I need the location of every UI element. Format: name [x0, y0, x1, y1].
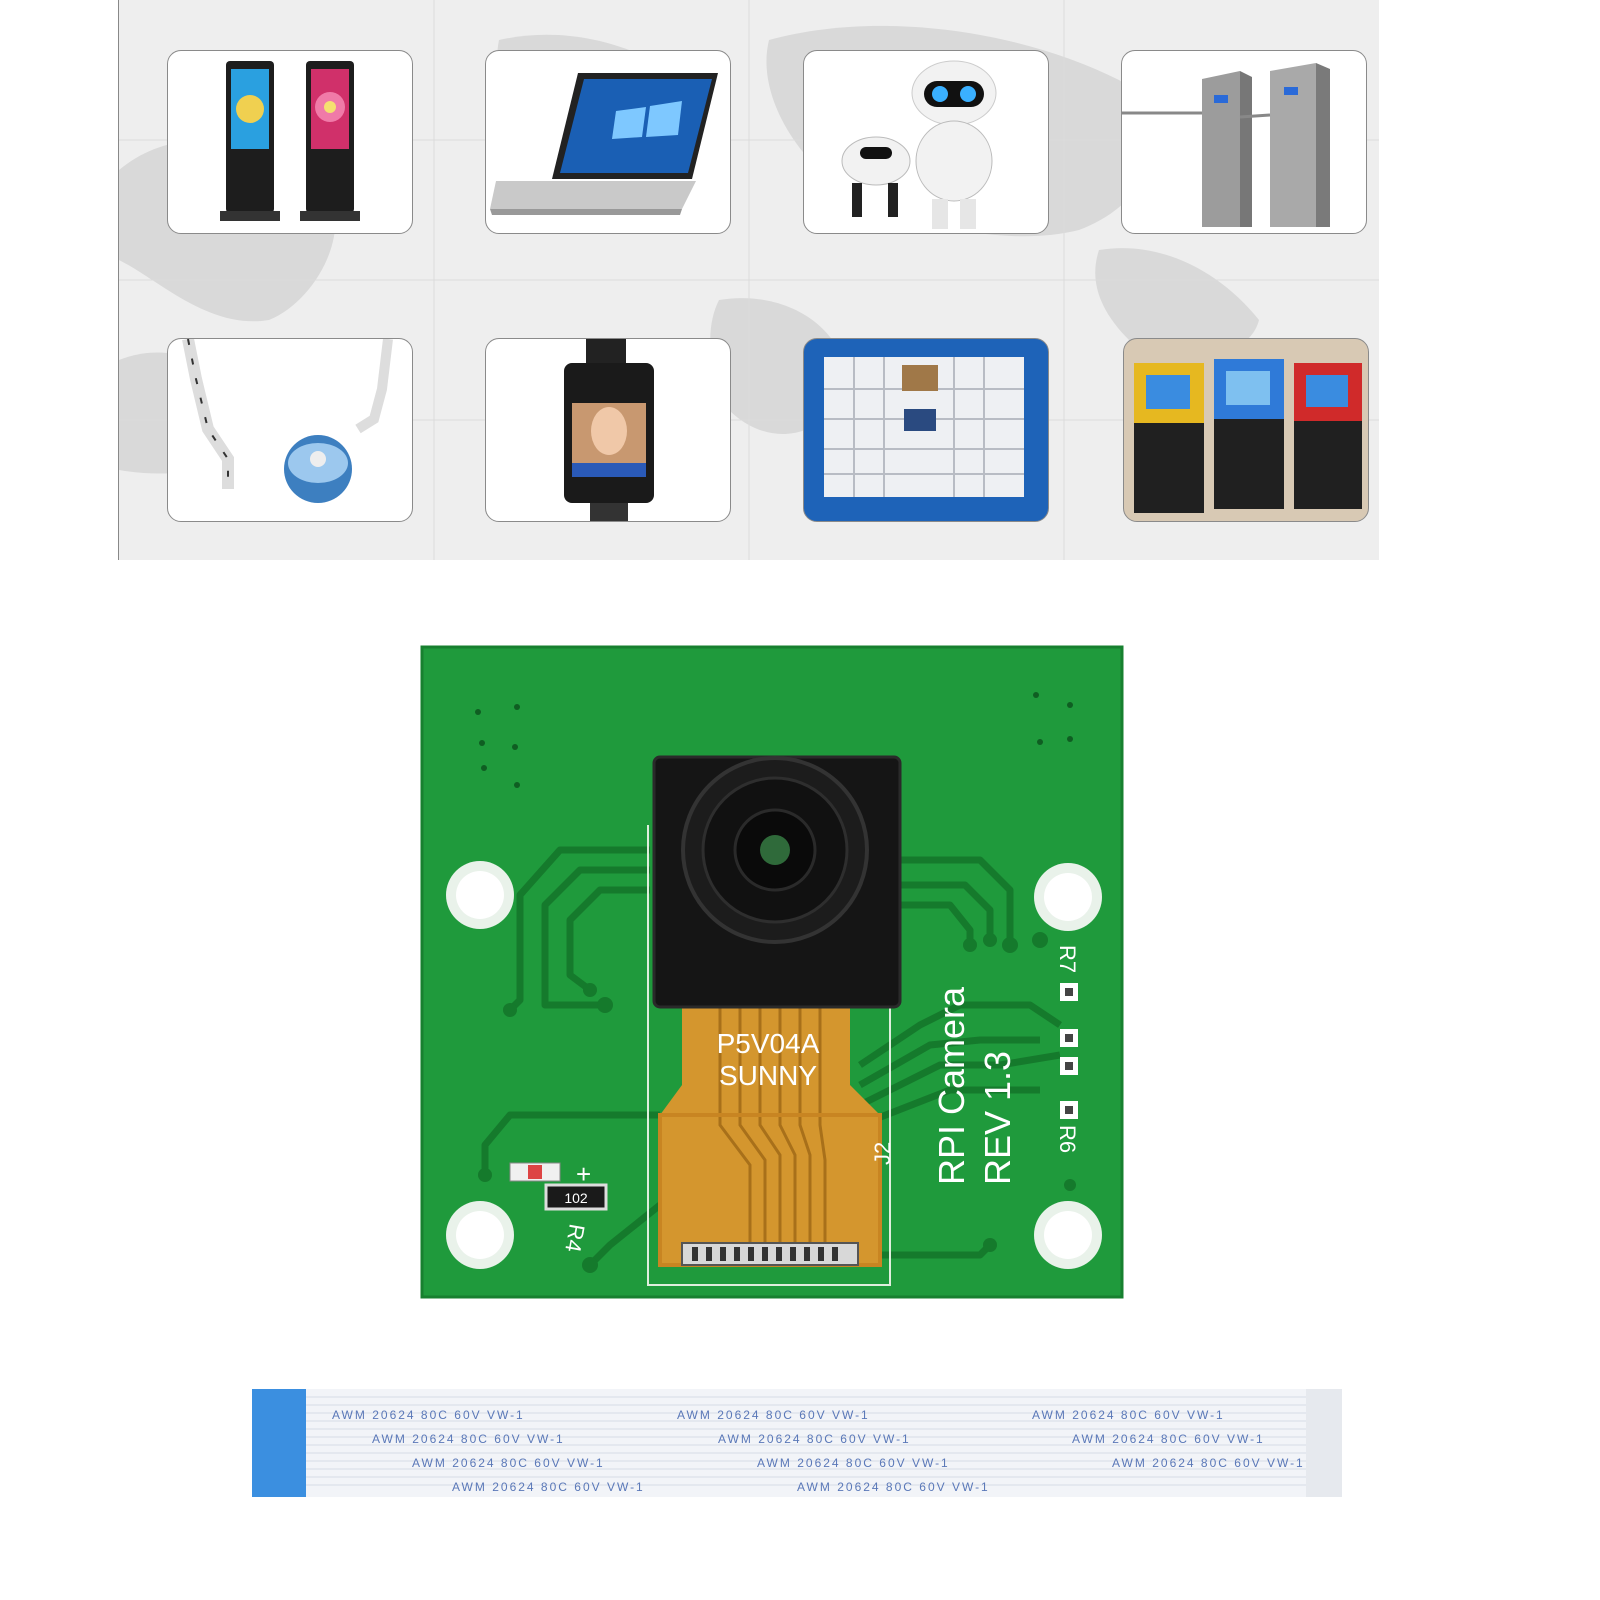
tile-digital-signage — [167, 50, 413, 234]
tile-robots — [803, 50, 1049, 234]
ribbon-cable: AWM 20624 80C 60V VW-1 AWM 20624 80C 60V… — [252, 1389, 1342, 1504]
silkscreen-revision: REV 1.3 — [977, 1051, 1018, 1185]
cable-print-11: AWM 20624 80C 60V VW-1 — [797, 1480, 990, 1494]
plus-mark: + — [576, 1159, 591, 1189]
cable-print-3: AWM 20624 80C 60V VW-1 — [1032, 1408, 1225, 1422]
turnstile-gate-icon — [1122, 63, 1330, 227]
robotic-arm-icon — [182, 339, 393, 503]
cable-print-6: AWM 20624 80C 60V VW-1 — [1072, 1432, 1265, 1446]
ref-r7: R7 — [1055, 945, 1080, 973]
cable-print-8: AWM 20624 80C 60V VW-1 — [757, 1456, 950, 1470]
applications-panel — [118, 0, 1379, 560]
vias — [478, 932, 1076, 1273]
resistor-r4: 102 — [544, 1183, 608, 1211]
resistor-value: 102 — [564, 1190, 588, 1206]
camera-module-board: P5V04A SUNNY RPI Camera REV 1.3 J2 R7 R6… — [420, 645, 1140, 1310]
tile-parcel-locker — [803, 338, 1049, 522]
ref-r4: R4 — [560, 1222, 590, 1254]
resistor-pads — [1060, 983, 1078, 1119]
cable-stiffener-left — [252, 1389, 306, 1497]
cable-stiffener-right — [1306, 1389, 1342, 1497]
led-d1 — [509, 1162, 561, 1182]
cable-print-5: AWM 20624 80C 60V VW-1 — [718, 1432, 911, 1446]
cable-print-9: AWM 20624 80C 60V VW-1 — [1112, 1456, 1305, 1470]
sensor-label-brand: SUNNY — [719, 1060, 817, 1091]
test-points — [475, 692, 1073, 788]
silkscreen-title: RPI Camera — [931, 986, 972, 1185]
cable-print-10: AWM 20624 80C 60V VW-1 — [452, 1480, 645, 1494]
service-robot-icon — [841, 60, 997, 229]
camera-lens-module — [652, 755, 902, 1009]
cable-print-2: AWM 20624 80C 60V VW-1 — [677, 1408, 870, 1422]
digital-signage-kiosk-icon — [220, 61, 360, 221]
tile-robot-arms — [167, 338, 413, 522]
face-recognition-terminal-icon — [564, 339, 654, 521]
cable-print-4: AWM 20624 80C 60V VW-1 — [372, 1432, 565, 1446]
tile-kiosk-terminals — [1123, 338, 1369, 522]
laptop-icon — [490, 73, 718, 215]
tile-laptop — [485, 50, 731, 234]
tile-turnstile — [1121, 50, 1367, 234]
self-service-kiosk-icon — [1134, 359, 1362, 513]
mounting-holes — [446, 861, 1102, 1269]
sensor-flex-cable — [658, 995, 882, 1267]
sensor-label-model: P5V04A — [717, 1028, 820, 1059]
ref-r6: R6 — [1055, 1125, 1080, 1153]
cable-print-7: AWM 20624 80C 60V VW-1 — [412, 1456, 605, 1470]
ref-j2: J2 — [870, 1142, 895, 1165]
tile-face-recognition — [485, 338, 731, 522]
parcel-locker-icon — [824, 357, 1024, 497]
cable-print-1: AWM 20624 80C 60V VW-1 — [332, 1408, 525, 1422]
